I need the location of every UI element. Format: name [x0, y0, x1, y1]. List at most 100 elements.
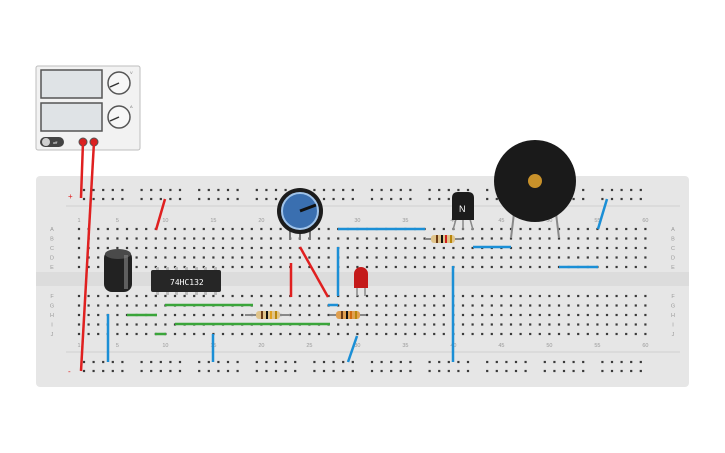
rail-bottom-1-9-0[interactable]: [601, 360, 604, 364]
hole-bottom-2-38[interactable]: [433, 304, 436, 307]
rail-bottom-2-2-3[interactable]: [226, 369, 230, 373]
hole-bottom-1-16[interactable]: [221, 294, 225, 298]
hole-bottom-1-33[interactable]: [385, 294, 388, 298]
hole-top-4-35[interactable]: [404, 256, 407, 259]
hole-bottom-1-35[interactable]: [404, 294, 407, 298]
red-wire-1[interactable]: [154, 198, 167, 231]
hole-bottom-5-56[interactable]: [605, 332, 609, 336]
rail-bottom-1-9-2[interactable]: [620, 360, 623, 364]
hole-top-2-54[interactable]: [586, 237, 589, 240]
hole-bottom-4-53[interactable]: [577, 323, 580, 326]
hole-top-2-16[interactable]: [221, 237, 225, 240]
hole-top-4-44[interactable]: [490, 256, 493, 259]
hole-bottom-5-22[interactable]: [279, 332, 282, 336]
hole-top-4-29[interactable]: [346, 256, 349, 259]
hole-bottom-2-20[interactable]: [260, 304, 263, 307]
hole-bottom-3-58[interactable]: [625, 313, 628, 317]
hole-top-3-41[interactable]: [461, 246, 465, 250]
rail-bottom-2-8-0[interactable]: [543, 369, 546, 373]
rail-bottom-1-2-2[interactable]: [217, 360, 220, 364]
rail-top-1-3-0[interactable]: [255, 188, 258, 192]
hole-top-1-39[interactable]: [442, 227, 445, 231]
hole-bottom-5-28[interactable]: [337, 332, 340, 336]
hole-top-3-29[interactable]: [346, 246, 349, 250]
rail-bottom-2-2-2[interactable]: [217, 369, 220, 373]
hole-top-2-56[interactable]: [605, 237, 609, 240]
hole-bottom-1-52[interactable]: [567, 294, 570, 298]
rail-top-2-2-1[interactable]: [207, 197, 210, 201]
hole-bottom-2-55[interactable]: [596, 304, 599, 307]
hole-bottom-2-25[interactable]: [308, 304, 311, 307]
hole-top-4-3[interactable]: [97, 256, 100, 259]
hole-bottom-1-2[interactable]: [87, 294, 90, 298]
hole-bottom-3-23[interactable]: [289, 313, 292, 317]
hole-top-2-6[interactable]: [125, 237, 129, 240]
rail-top-2-0-2[interactable]: [102, 197, 105, 201]
rail-bottom-2-3-4[interactable]: [294, 369, 297, 373]
hole-bottom-5-41[interactable]: [461, 332, 465, 336]
rail-bottom-2-6-2[interactable]: [447, 369, 450, 373]
hole-top-2-20[interactable]: [260, 237, 263, 240]
hole-top-4-54[interactable]: [586, 256, 589, 259]
hole-top-5-10[interactable]: [164, 265, 167, 269]
hole-top-2-17[interactable]: [231, 237, 234, 240]
hole-top-3-3[interactable]: [97, 246, 100, 250]
rail-top-1-3-2[interactable]: [274, 188, 278, 192]
hole-bottom-3-26[interactable]: [317, 313, 321, 317]
rail-bottom-1-4-0[interactable]: [313, 360, 316, 364]
rail-bottom-2-1-1[interactable]: [150, 369, 153, 373]
hole-top-3-40[interactable]: [452, 246, 455, 250]
hole-top-1-50[interactable]: [548, 227, 551, 231]
hole-top-5-3[interactable]: [97, 265, 100, 269]
hole-top-2-58[interactable]: [625, 237, 628, 240]
hole-bottom-2-48[interactable]: [529, 304, 532, 307]
hole-bottom-1-32[interactable]: [375, 294, 378, 298]
hole-top-3-48[interactable]: [529, 246, 532, 250]
rail-bottom-2-7-1[interactable]: [495, 369, 498, 373]
rail-top-1-5-3[interactable]: [399, 188, 402, 192]
rail-bottom-1-0-4[interactable]: [121, 360, 124, 364]
rail-bottom-1-2-4[interactable]: [236, 360, 239, 364]
hole-top-3-37[interactable]: [423, 246, 426, 250]
hole-bottom-5-6[interactable]: [125, 332, 129, 336]
hole-top-5-50[interactable]: [548, 265, 551, 269]
rail-bottom-2-3-2[interactable]: [274, 369, 278, 373]
hole-top-4-45[interactable]: [500, 256, 503, 259]
rail-bottom-1-2-3[interactable]: [226, 360, 230, 364]
hole-bottom-4-41[interactable]: [461, 323, 465, 326]
hole-top-2-13[interactable]: [193, 237, 196, 240]
rail-top-1-5-4[interactable]: [409, 188, 412, 192]
hole-bottom-5-25[interactable]: [308, 332, 311, 336]
hole-bottom-1-56[interactable]: [605, 294, 609, 298]
rail-top-1-9-2[interactable]: [620, 188, 623, 192]
hole-bottom-3-44[interactable]: [490, 313, 493, 317]
rail-top-1-8-4[interactable]: [582, 188, 585, 192]
rail-top-1-3-1[interactable]: [265, 188, 268, 192]
hole-top-1-13[interactable]: [193, 227, 196, 231]
hole-top-5-29[interactable]: [346, 265, 349, 269]
hole-top-5-1[interactable]: [77, 265, 81, 269]
hole-bottom-2-59[interactable]: [634, 304, 637, 307]
hole-bottom-5-59[interactable]: [634, 332, 637, 336]
hole-bottom-3-31[interactable]: [365, 313, 369, 317]
hole-bottom-2-46[interactable]: [509, 304, 513, 307]
hole-bottom-2-24[interactable]: [298, 304, 301, 307]
rail-bottom-2-9-4[interactable]: [639, 369, 642, 373]
hole-top-4-23[interactable]: [289, 256, 292, 259]
hole-bottom-5-49[interactable]: [538, 332, 541, 336]
hole-bottom-3-36[interactable]: [413, 313, 417, 317]
hole-bottom-2-52[interactable]: [567, 304, 570, 307]
rail-bottom-1-6-2[interactable]: [447, 360, 450, 364]
hole-bottom-3-32[interactable]: [375, 313, 378, 317]
rail-top-1-7-0[interactable]: [486, 188, 489, 192]
hole-top-3-25[interactable]: [308, 246, 311, 250]
rail-bottom-1-2-1[interactable]: [207, 360, 210, 364]
hole-bottom-3-48[interactable]: [529, 313, 532, 317]
hole-bottom-5-1[interactable]: [77, 332, 81, 336]
wires[interactable]: [79, 141, 609, 372]
rail-bottom-2-8-3[interactable]: [572, 369, 575, 373]
hole-bottom-4-39[interactable]: [442, 323, 445, 326]
hole-bottom-3-13[interactable]: [193, 313, 196, 317]
hole-top-2-34[interactable]: [394, 237, 397, 240]
hole-bottom-3-10[interactable]: [164, 313, 167, 317]
